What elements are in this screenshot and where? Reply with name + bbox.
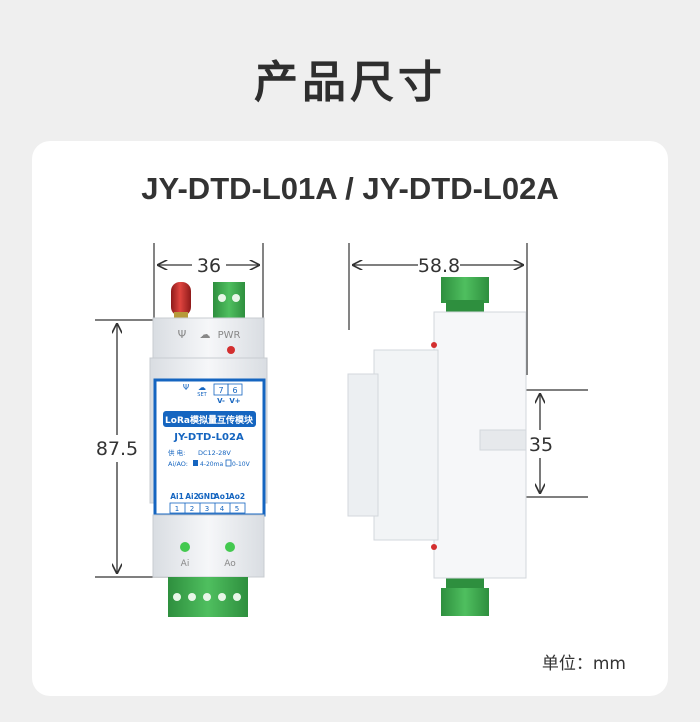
terminal-4: 4 xyxy=(220,505,225,513)
aio-label: Ai/AO: xyxy=(168,460,188,468)
label-cloud-icon: ☁ xyxy=(198,383,206,392)
supply-label: 供 电: xyxy=(168,448,185,457)
antenna-icon: Ψ xyxy=(178,328,187,341)
ao-led xyxy=(225,542,235,552)
terminal-v-minus-label: V- xyxy=(217,397,225,405)
aio-checkbox-2 xyxy=(225,459,232,467)
aio-option-2: 0-10V xyxy=(232,461,251,468)
terminal-6: 6 xyxy=(232,386,237,395)
aio-checkbox-1 xyxy=(193,460,198,466)
label-antenna-icon: Ψ xyxy=(183,383,189,392)
module-name: LoRa模拟量互传模块 xyxy=(165,414,254,426)
housing-top xyxy=(152,317,265,359)
terminal-7: 7 xyxy=(218,386,223,395)
housing-bottom xyxy=(152,514,265,578)
side-marker-bottom xyxy=(431,544,437,550)
model-title: JY-DTD-L01A / JY-DTD-L02A xyxy=(141,171,559,206)
device-label-panel: Ψ ☁ SET 7 6 V- V+ LoRa模拟量互传模块 JY-DTD-L02… xyxy=(153,378,266,517)
module-model: JY-DTD-L02A xyxy=(173,432,244,443)
terminal-3: 3 xyxy=(205,505,209,513)
page-title: 产品尺寸 xyxy=(254,57,446,108)
terminal-ai1-label: Ai1 xyxy=(170,492,184,501)
terminal-5: 5 xyxy=(235,505,239,513)
side-view: 58.8 35 xyxy=(347,243,588,616)
supply-value: DC12-28V xyxy=(198,449,231,457)
width-dimension-label: 36 xyxy=(197,255,221,277)
terminal-ao1-label: Ao1 xyxy=(214,492,230,501)
terminal-v-plus-label: V+ xyxy=(229,397,240,405)
depth-dimension-label: 58.8 xyxy=(418,255,460,277)
cloud-icon: ☁ xyxy=(200,328,211,341)
module-name-badge xyxy=(163,411,256,427)
front-view: 36 87.5 Ψ ☁ PWR Ψ ☁ SET xyxy=(95,243,268,617)
rail-dimension-label: 35 xyxy=(529,434,553,456)
side-front-face xyxy=(347,373,379,517)
height-dimension-label: 87.5 xyxy=(96,438,138,460)
side-marker-top xyxy=(431,342,437,348)
ai-led-label: Ai xyxy=(181,559,190,569)
set-label: SET xyxy=(197,392,207,398)
ai-led xyxy=(180,542,190,552)
aio-option-1: 4-20ma xyxy=(200,461,223,468)
terminal-2: 2 xyxy=(190,505,194,513)
terminal-1: 1 xyxy=(175,505,179,513)
antenna xyxy=(171,282,191,320)
ao-led-label: Ao xyxy=(224,559,236,569)
unit-label: 单位：mm xyxy=(541,654,626,674)
terminal-gnd-label: GND xyxy=(198,492,217,501)
side-front-step xyxy=(373,349,439,541)
pwr-label: PWR xyxy=(218,330,241,341)
terminal-ai2-label: Ai2 xyxy=(185,492,199,501)
side-bottom-terminal xyxy=(441,578,489,616)
bottom-terminal-block xyxy=(168,577,248,617)
side-top-terminal xyxy=(441,277,489,312)
terminal-ao2-label: Ao2 xyxy=(229,492,245,501)
din-rail-clip xyxy=(479,429,527,451)
top-terminal-block xyxy=(213,282,245,318)
pwr-led xyxy=(227,346,235,354)
